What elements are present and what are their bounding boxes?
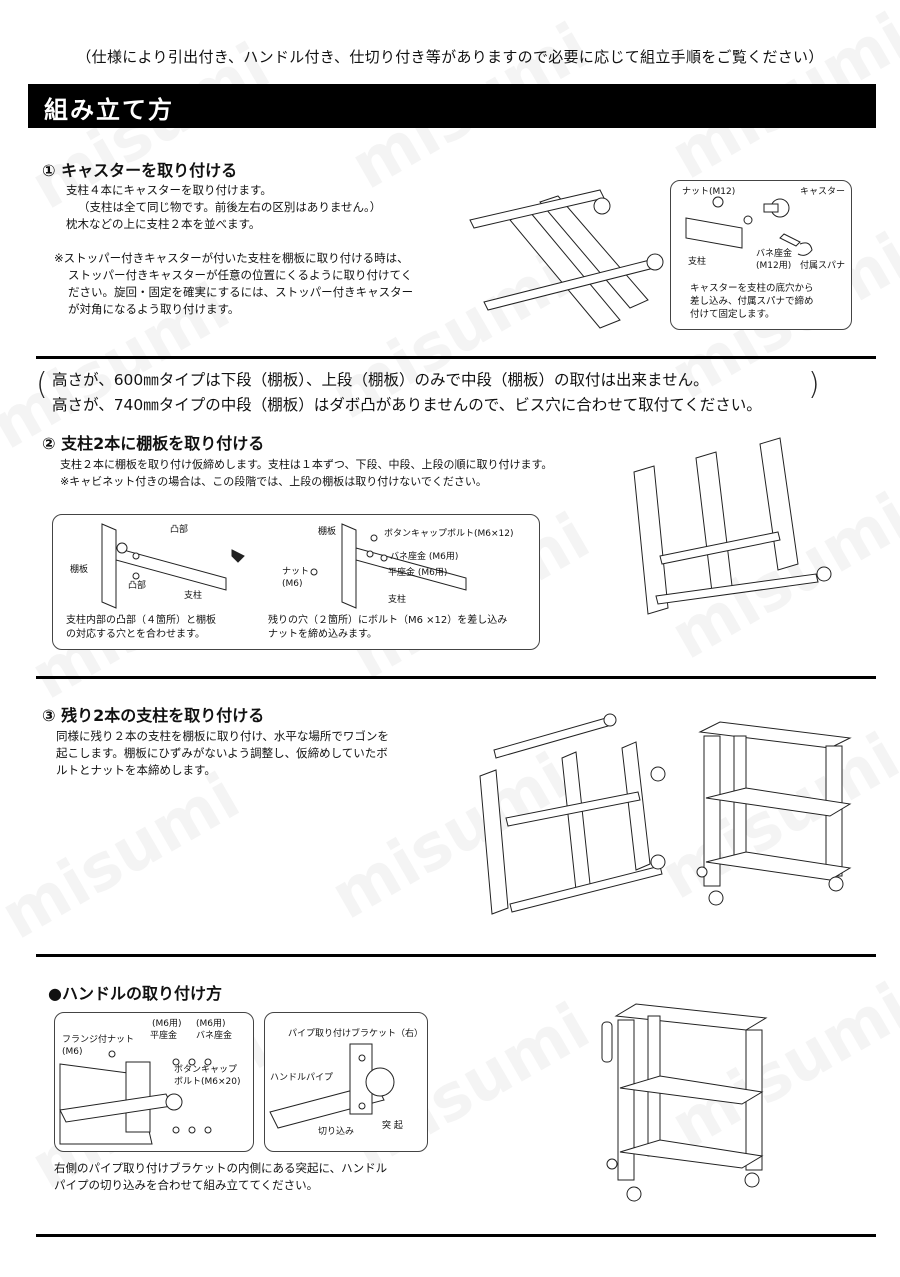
spring-washer-label: バネ座金 (196, 1031, 233, 1041)
spring-washer-label: バネ座金(M12用) (756, 249, 793, 271)
spring-washer-m6-label: バネ座金 (M6用) (390, 552, 459, 562)
spanner-label: 付属スパナ (800, 261, 846, 271)
wagon-assembly-illustration (479, 713, 666, 915)
section-divider (36, 1234, 876, 1237)
flat-washer-label: 平座金 (150, 1031, 178, 1041)
warning-text: 高さが、600㎜タイプは下段（棚板）、上段（棚板）のみで中段（棚板）の取付は出来… (52, 371, 762, 414)
shelf-label: 棚板 (70, 565, 89, 575)
watermark: misumi (0, 760, 252, 955)
caster-detail-box (670, 180, 852, 330)
flange-nut-label: フランジ付ナット(M6) (62, 1035, 135, 1057)
step1-text: 支柱４本にキャスターを取り付けます。 （支柱は全て同じ物です。前後左右の区別はあ… (66, 183, 382, 231)
bracket-drawing (269, 1043, 395, 1129)
button-bolt-label: ボタンキャップボルト(M6×20) (174, 1065, 241, 1087)
handle-heading: ●ハンドルの取り付け方 (48, 984, 222, 1003)
page-title: 組み立て方 (44, 96, 174, 124)
handle-pipe-label: ハンドルパイプ (270, 1073, 334, 1083)
nut-m6-label: ナット(M6) (282, 567, 310, 589)
completed-wagon-illustration (696, 721, 852, 906)
bracket-box (264, 1012, 428, 1152)
caster-label: キャスター (800, 187, 846, 197)
wagon-with-handle-illustration (601, 1003, 768, 1202)
title-banner (28, 84, 876, 128)
right-caption: 残りの穴（２箇所）にボルト（M6 ×12）を差し込み ナットを締め込みます。 (268, 615, 508, 640)
caster-detail-drawing (685, 196, 813, 256)
notch-label: 切り込み (318, 1127, 355, 1137)
section-divider (36, 356, 876, 359)
post-label-right: 支柱 (388, 595, 407, 605)
left-caption: 支柱内部の凸部（４箇所）と棚板 の対応する穴とを合わせます。 (66, 615, 216, 640)
step1-heading: ① キャスターを取り付ける (42, 161, 238, 180)
step3-text: 同様に残り２本の支柱を棚板に取り付け、水平な場所でワゴンを 起こします。棚板にひ… (56, 729, 389, 777)
protrusion-label: 突 起 (382, 1121, 403, 1131)
right-bracket: ) (808, 367, 820, 402)
post-label: 支柱 (688, 257, 707, 267)
bracket-label: パイプ取り付けブラケット（右） (288, 1029, 424, 1039)
handle-bolt-drawing (59, 1050, 212, 1145)
bolt-label: ボタンキャップボルト(M6×12) (384, 529, 514, 539)
convex-label: 凸部 (170, 525, 189, 535)
section-divider (36, 676, 876, 679)
step3-heading: ③ 残り2本の支柱を取り付ける (42, 706, 265, 725)
step1-note: ※ストッパー付きキャスターが付いた支柱を棚板に取り付ける時は、 ストッパー付きキ… (54, 251, 414, 316)
step2-text: 支柱２本に棚板を取り付け仮締めします。支柱は１本ずつ、下段、中段、上段の順に取り… (60, 458, 553, 488)
caster-posts-illustration (469, 189, 664, 329)
m6-label-b: (M6用) (196, 1019, 226, 1029)
flat-washer-m6-label: 平座金 (M6用) (388, 568, 448, 578)
left-bracket: ( (36, 367, 48, 402)
shelf-detail-drawing (101, 523, 467, 609)
post-label-left: 支柱 (184, 591, 203, 601)
nut-label: ナット(M12) (682, 187, 736, 197)
step2-heading: ② 支柱2本に棚板を取り付ける (42, 434, 265, 453)
posts-with-shelves-illustration (633, 437, 832, 615)
m6-label-a: (M6用) (152, 1019, 182, 1029)
section-divider (36, 954, 876, 957)
top-note: （仕様により引出付き、ハンドル付き、仕切り付き等がありますので必要に応じて組立手… (76, 48, 824, 66)
caster-caption: キャスターを支柱の底穴から 差し込み、付属スパナで締め 付けて固定します。 (690, 283, 814, 320)
shelf-label-right: 棚板 (318, 527, 337, 537)
handle-caption: 右側のパイプ取り付けブラケットの内側にある突起に、ハンドル パイプの切り込みを合… (54, 1161, 388, 1192)
convex-label-2: 凸部 (128, 581, 147, 591)
